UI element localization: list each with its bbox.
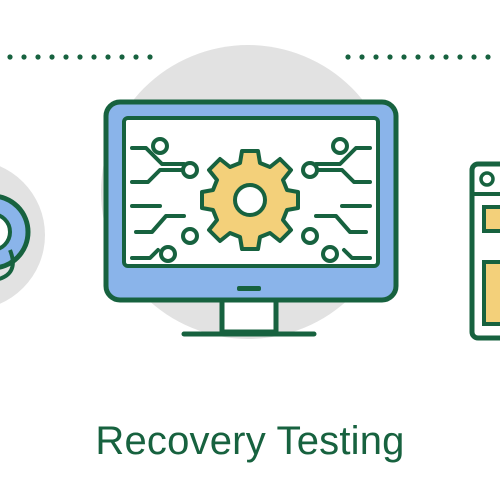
- web-page-layout-icon: [469, 161, 500, 341]
- lifebuoy-icon: [0, 166, 45, 304]
- dotted-line-left: [7, 54, 153, 60]
- caption-title: Recovery Testing: [95, 419, 405, 463]
- gear-icon: [200, 149, 300, 251]
- dotted-line-right: [345, 54, 491, 60]
- monitor-with-gear-circuit-icon: [103, 99, 399, 337]
